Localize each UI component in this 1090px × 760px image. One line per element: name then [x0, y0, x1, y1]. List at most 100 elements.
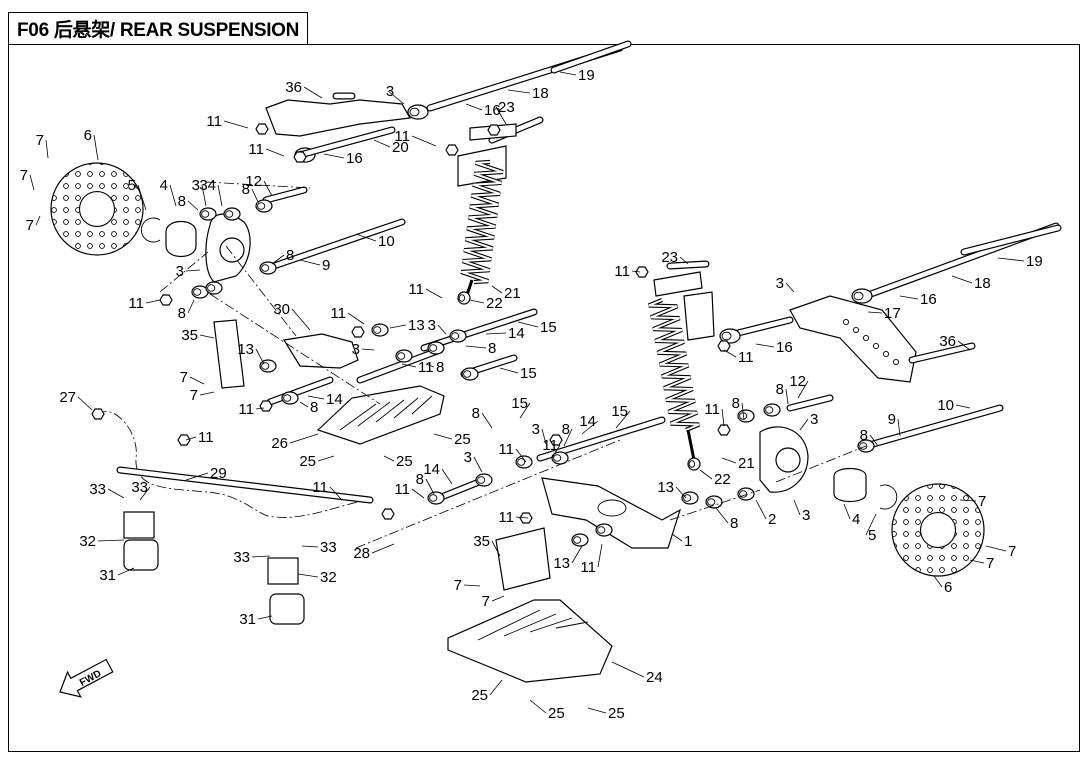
guard-35-lower: [495, 527, 551, 591]
bushing-13b-bore: [261, 362, 270, 370]
leader-lines: [29, 71, 1025, 714]
callout-label: 16: [484, 102, 501, 119]
sleeve-20-fill: [297, 127, 395, 158]
bolt-36-right-fill: [909, 343, 975, 363]
lower-arm-1: [541, 477, 682, 549]
leader-c114: [843, 503, 851, 520]
leader-c118: [969, 559, 985, 564]
bushing-8g-bore: [429, 344, 438, 352]
leader-c03: [559, 71, 577, 76]
bushing-13c-bore: [397, 352, 406, 360]
leader-c49: [77, 396, 93, 411]
callout-label: 8: [178, 305, 186, 322]
leader-c57: [107, 488, 125, 499]
leader-c89: [793, 499, 801, 516]
leader-c69: [441, 468, 453, 485]
callout-label: 33: [89, 481, 106, 498]
callout-label: 7: [190, 387, 198, 404]
leader-c05: [465, 103, 483, 111]
center-line-0: [205, 181, 311, 189]
center-line-2: [355, 439, 621, 549]
callout-label: 12: [789, 373, 806, 390]
callout-label: 14: [508, 325, 525, 342]
leader-c74: [563, 428, 573, 447]
callout-label: 36: [285, 79, 302, 96]
leader-c80: [491, 540, 501, 557]
bushing-8d-bore: [261, 264, 270, 272]
leader-c28: [187, 299, 195, 314]
callout-label: 11: [704, 401, 720, 418]
callout-label: 6: [944, 579, 952, 596]
bushing-8i: [461, 367, 479, 381]
leader-c68: [425, 478, 435, 495]
callout-label: 9: [322, 257, 330, 274]
callout-label: 19: [578, 67, 595, 84]
skid-rib-24-0: [477, 609, 541, 641]
callout-label: 11: [542, 437, 558, 454]
callout-label: 3: [810, 411, 818, 428]
callout-label: 11: [580, 559, 596, 576]
leader-c95: [679, 256, 689, 265]
upper-arm-left: [265, 99, 411, 137]
leader-c29: [425, 288, 443, 299]
bushing-8f: [205, 281, 223, 295]
bushing-8q-bore: [765, 406, 774, 414]
shaft-9-right-fill: [863, 405, 1003, 449]
bushing-8a-bore: [201, 210, 210, 218]
leader-c94: [631, 270, 641, 273]
leader-c92: [529, 699, 547, 714]
callout-label: 3: [802, 507, 810, 524]
nut-11c: [445, 144, 459, 156]
leader-c71: [519, 402, 531, 419]
bushing-16a-bore: [409, 107, 420, 117]
bushing-16a: [407, 104, 429, 120]
leader-c16: [137, 184, 147, 211]
bushing-8h-bore: [451, 332, 460, 340]
upper-arm-right-hole-2: [862, 334, 870, 342]
leader-c101: [867, 311, 883, 314]
callout-label: 8: [776, 381, 784, 398]
callout-label: 7: [978, 493, 986, 510]
leader-c109: [741, 402, 745, 421]
callout-label: 7: [180, 369, 188, 386]
leader-c79: [515, 516, 529, 519]
upper-arm-right-hole-0: [842, 318, 850, 326]
leader-c31: [491, 285, 503, 294]
callout-label: 35: [473, 533, 490, 550]
bushing-13e: [681, 491, 699, 505]
leader-c66: [371, 543, 395, 554]
upper-arm-right-hole-4: [882, 350, 890, 358]
callout-label: 33: [320, 539, 337, 556]
nut-11m: [717, 340, 731, 352]
callout-label: 5: [128, 177, 136, 194]
callout-label: 25: [471, 687, 488, 704]
leader-c32: [291, 308, 311, 331]
callout-label: 24: [646, 669, 663, 686]
leader-c98: [723, 349, 737, 358]
leader-c37: [517, 321, 539, 328]
callout-label: 7: [36, 132, 44, 149]
leader-c59: [97, 539, 125, 542]
leader-c06: [495, 106, 507, 125]
nut-11a: [255, 123, 269, 135]
parts-layer: FWD: [50, 40, 1062, 698]
bushing-8p: [737, 409, 755, 423]
callout-label: 8: [488, 340, 496, 357]
bushing-8h: [449, 329, 467, 343]
circlip-5-right: [879, 484, 898, 510]
leader-c113: [897, 418, 901, 437]
leader-c02: [387, 90, 405, 105]
leader-c111: [955, 404, 971, 409]
callout-label: 34: [199, 177, 216, 194]
bushing-13d: [571, 533, 589, 547]
callout-label: 29: [210, 465, 227, 482]
leader-c110: [799, 418, 809, 431]
leader-c104: [997, 257, 1025, 262]
leader-c82: [597, 543, 603, 568]
leader-c96: [699, 469, 713, 480]
callout-label: 8: [472, 405, 480, 422]
spring-right-coil: [648, 299, 700, 431]
bushing-8e-bore: [193, 288, 202, 296]
leader-c21: [251, 188, 259, 203]
